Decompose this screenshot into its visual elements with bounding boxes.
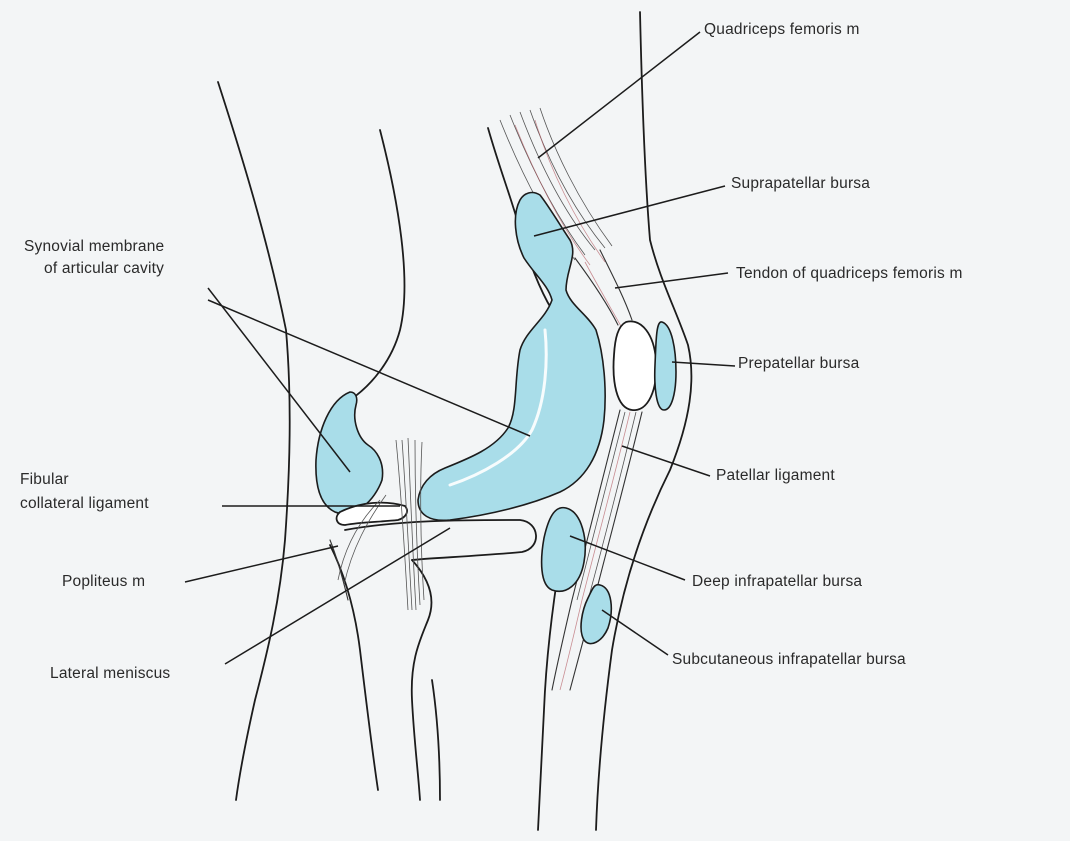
synovial-cavity xyxy=(418,193,605,521)
label-prepatellar-bursa: Prepatellar bursa xyxy=(738,354,859,374)
tibia-posterior-outline xyxy=(330,545,378,790)
label-quadriceps-femoris: Quadriceps femoris m xyxy=(704,20,860,40)
label-tendon-quadriceps: Tendon of quadriceps femoris m xyxy=(736,264,963,284)
femur-posterior-outline xyxy=(350,130,404,400)
fibula-head xyxy=(412,560,432,800)
label-synovial-membrane-line1: Synovial membrane xyxy=(24,237,164,257)
deep-infrapatellar-bursa-shape xyxy=(542,508,586,592)
posterior-synovial-recess xyxy=(316,392,383,514)
prepatellar-bursa-shape xyxy=(655,322,676,410)
posterior-skin-outline xyxy=(218,82,290,800)
label-lateral-meniscus: Lateral meniscus xyxy=(50,664,170,684)
label-fibular-collateral-line1: Fibular xyxy=(20,470,69,490)
anterior-skin-outline xyxy=(596,12,691,830)
fibula-shaft xyxy=(432,680,440,800)
label-fibular-collateral-line2: collateral ligament xyxy=(20,494,149,514)
label-popliteus: Popliteus m xyxy=(62,572,145,592)
label-synovial-membrane-line2: of articular cavity xyxy=(44,259,164,279)
tibia-plateau xyxy=(345,520,536,560)
label-subcutaneous-infrapatellar-bursa: Subcutaneous infrapatellar bursa xyxy=(672,650,906,670)
label-suprapatellar-bursa: Suprapatellar bursa xyxy=(731,174,870,194)
patella xyxy=(614,321,657,410)
tibia-anterior-outline xyxy=(538,560,560,830)
label-patellar-ligament: Patellar ligament xyxy=(716,466,835,486)
label-deep-infrapatellar-bursa: Deep infrapatellar bursa xyxy=(692,572,862,592)
